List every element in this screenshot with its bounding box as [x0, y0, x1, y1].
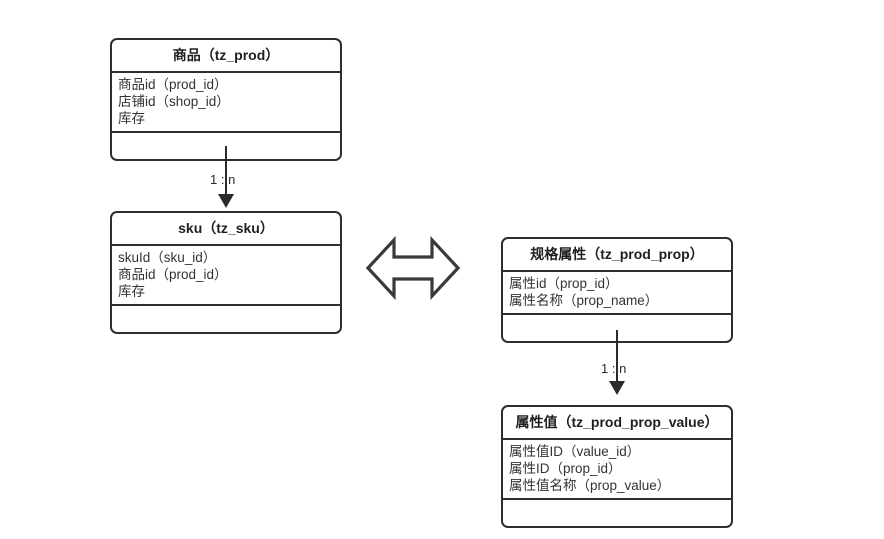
attribute-row: 属性id（prop_id）: [509, 276, 619, 291]
entity-attributes-tz-prod: 商品id（prod_id） 店铺id（shop_id） 库存: [112, 73, 340, 133]
entity-attributes-tz-prod-prop-value: 属性值ID（value_id） 属性ID（prop_id） 属性值名称（prop…: [503, 440, 731, 500]
attribute-row: 商品id（prod_id）: [118, 267, 228, 282]
attribute-row: skuId（sku_id）: [118, 250, 217, 265]
entity-title-tz-prod-prop: 规格属性（tz_prod_prop）: [503, 239, 731, 272]
attribute-row: 属性值ID（value_id）: [509, 444, 641, 459]
entity-tz-prod[interactable]: 商品（tz_prod） 商品id（prod_id） 店铺id（shop_id） …: [110, 38, 342, 161]
connector-line: [225, 146, 227, 196]
entity-tz-prod-prop[interactable]: 规格属性（tz_prod_prop） 属性id（prop_id） 属性名称（pr…: [501, 237, 733, 343]
connector-line: [616, 330, 618, 383]
entity-attributes-tz-sku: skuId（sku_id） 商品id（prod_id） 库存: [112, 246, 340, 306]
attribute-row: 属性值名称（prop_value）: [509, 478, 671, 493]
entity-title-tz-prod: 商品（tz_prod）: [112, 40, 340, 73]
entity-title-tz-prod-prop-value: 属性值（tz_prod_prop_value）: [503, 407, 731, 440]
double-headed-arrow-icon: [366, 236, 460, 300]
connector-label-cardinality: 1 : n: [210, 172, 236, 187]
attribute-row: 属性ID（prop_id）: [509, 461, 622, 476]
entity-tz-prod-prop-value[interactable]: 属性值（tz_prod_prop_value） 属性值ID（value_id） …: [501, 405, 733, 528]
entity-footer-tz-prod-prop-value: [503, 500, 731, 526]
arrowhead-down-icon: [609, 381, 625, 395]
connector-label-cardinality: 1 : n: [601, 361, 627, 376]
entity-tz-sku[interactable]: sku（tz_sku） skuId（sku_id） 商品id（prod_id） …: [110, 211, 342, 334]
entity-footer-tz-sku: [112, 306, 340, 332]
attribute-row: 店铺id（shop_id）: [118, 94, 230, 109]
attribute-row: 库存: [118, 111, 145, 126]
attribute-row: 库存: [118, 284, 145, 299]
arrowhead-down-icon: [218, 194, 234, 208]
entity-title-tz-sku: sku（tz_sku）: [112, 213, 340, 246]
entity-attributes-tz-prod-prop: 属性id（prop_id） 属性名称（prop_name）: [503, 272, 731, 315]
attribute-row: 属性名称（prop_name）: [509, 293, 659, 308]
attribute-row: 商品id（prod_id）: [118, 77, 228, 92]
